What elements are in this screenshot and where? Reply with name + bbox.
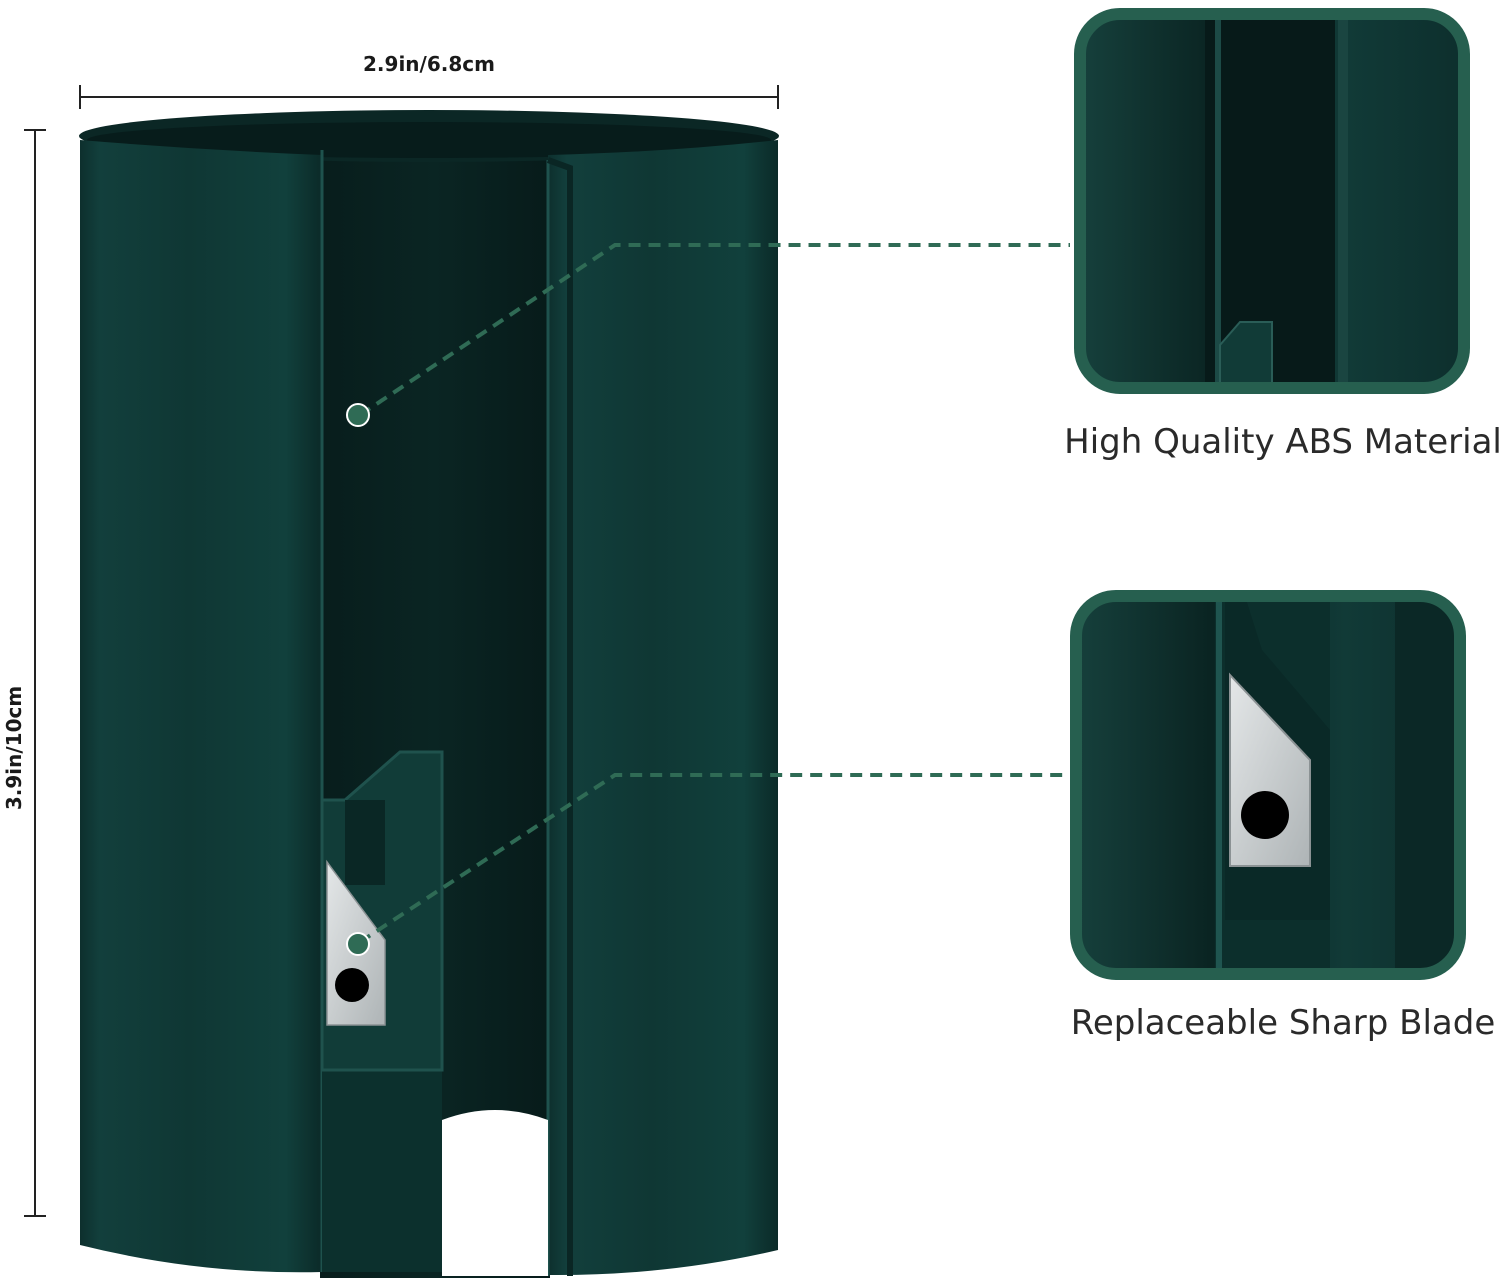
zoom-detail-material bbox=[1074, 8, 1470, 394]
height-dimension-line bbox=[24, 129, 46, 1217]
width-dimension-line bbox=[79, 85, 779, 109]
callout-connector-bottom bbox=[346, 773, 1070, 956]
callout-connector-top bbox=[346, 243, 1070, 427]
width-dimension-label: 2.9in/6.8cm bbox=[363, 52, 495, 76]
zoom-detail-blade bbox=[1070, 590, 1466, 980]
cutter-tube bbox=[79, 110, 779, 1278]
height-dimension-label: 3.9in/10cm bbox=[2, 685, 26, 811]
material-caption: High Quality ABS Material bbox=[1064, 422, 1500, 462]
blade-caption: Replaceable Sharp Blade bbox=[1070, 1003, 1496, 1043]
